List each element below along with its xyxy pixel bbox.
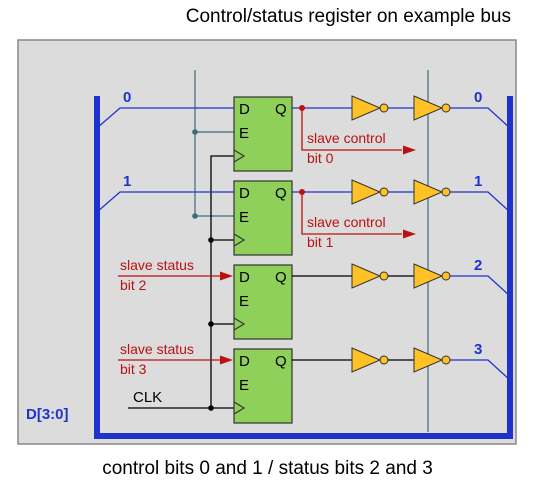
diagram-title: Control/status register on example bus [185,6,511,27]
slave-control-0-line1: slave control [307,130,386,146]
clock-junction-1 [208,237,214,243]
bus-label-out-3: 3 [474,341,482,358]
ff3-pin-e: E [239,377,249,394]
flip-flop-3: D Q E [233,348,293,424]
clk-label: CLK [133,389,162,406]
bus-label-out-2: 2 [474,257,482,274]
slave-control-0-line2: bit 0 [307,150,334,166]
slave-status-3-line2: bit 3 [120,361,147,377]
slave-status-3-line1: slave status [120,341,194,357]
slave-control-arrow-1 [301,192,402,235]
ff0-pin-e: E [239,125,249,142]
ff2-pin-e: E [239,293,249,310]
buffer-3b [413,347,451,373]
bus-label-out-1: 1 [474,173,482,190]
bus-wire-output-3 [450,359,511,381]
slave-status-2-line1: slave status [120,257,194,273]
slave-control-1-line1: slave control [307,214,386,230]
buffer-1a [351,179,389,205]
data-bus [94,96,513,439]
enable-junction-0 [192,129,198,135]
ff3-pin-d: D [239,353,250,370]
clock-junction-2 [208,321,214,327]
slave-control-arrow-0 [301,108,402,151]
ff1-pin-q: Q [275,185,287,202]
buffer-0a [351,95,389,121]
ff1-pin-d: D [239,185,250,202]
flip-flop-2: D Q E [233,264,293,340]
enable-junction-1 [192,213,198,219]
buffer-2a [351,263,389,289]
ff2-pin-d: D [239,269,250,286]
bus-label: D[3:0] [26,406,69,423]
diagram-caption: control bits 0 and 1 / status bits 2 and… [102,458,433,479]
buffer-2b [413,263,451,289]
bus-wire-input-1 [96,191,234,213]
bus-wire-output-0 [450,107,511,129]
bus-wire-output-2 [450,275,511,297]
ff0-pin-q: Q [275,101,287,118]
buffer-0b [413,95,451,121]
ff1-pin-e: E [239,209,249,226]
ff0-pin-d: D [239,101,250,118]
bus-label-out-0: 0 [474,89,482,106]
flip-flop-0: D Q E [233,96,293,172]
bus-wire-output-1 [450,191,511,213]
ff2-pin-q: Q [275,269,287,286]
clock-junction-3 [208,405,214,411]
ff3-pin-q: Q [275,353,287,370]
bus-wire-input-0 [96,107,234,129]
flip-flop-1: D Q E [233,180,293,256]
slave-status-2-line2: bit 2 [120,277,147,293]
bus-label-in-0: 0 [123,89,131,106]
bus-label-in-1: 1 [123,173,131,190]
slave-control-1-line2: bit 1 [307,234,334,250]
buffer-1b [413,179,451,205]
